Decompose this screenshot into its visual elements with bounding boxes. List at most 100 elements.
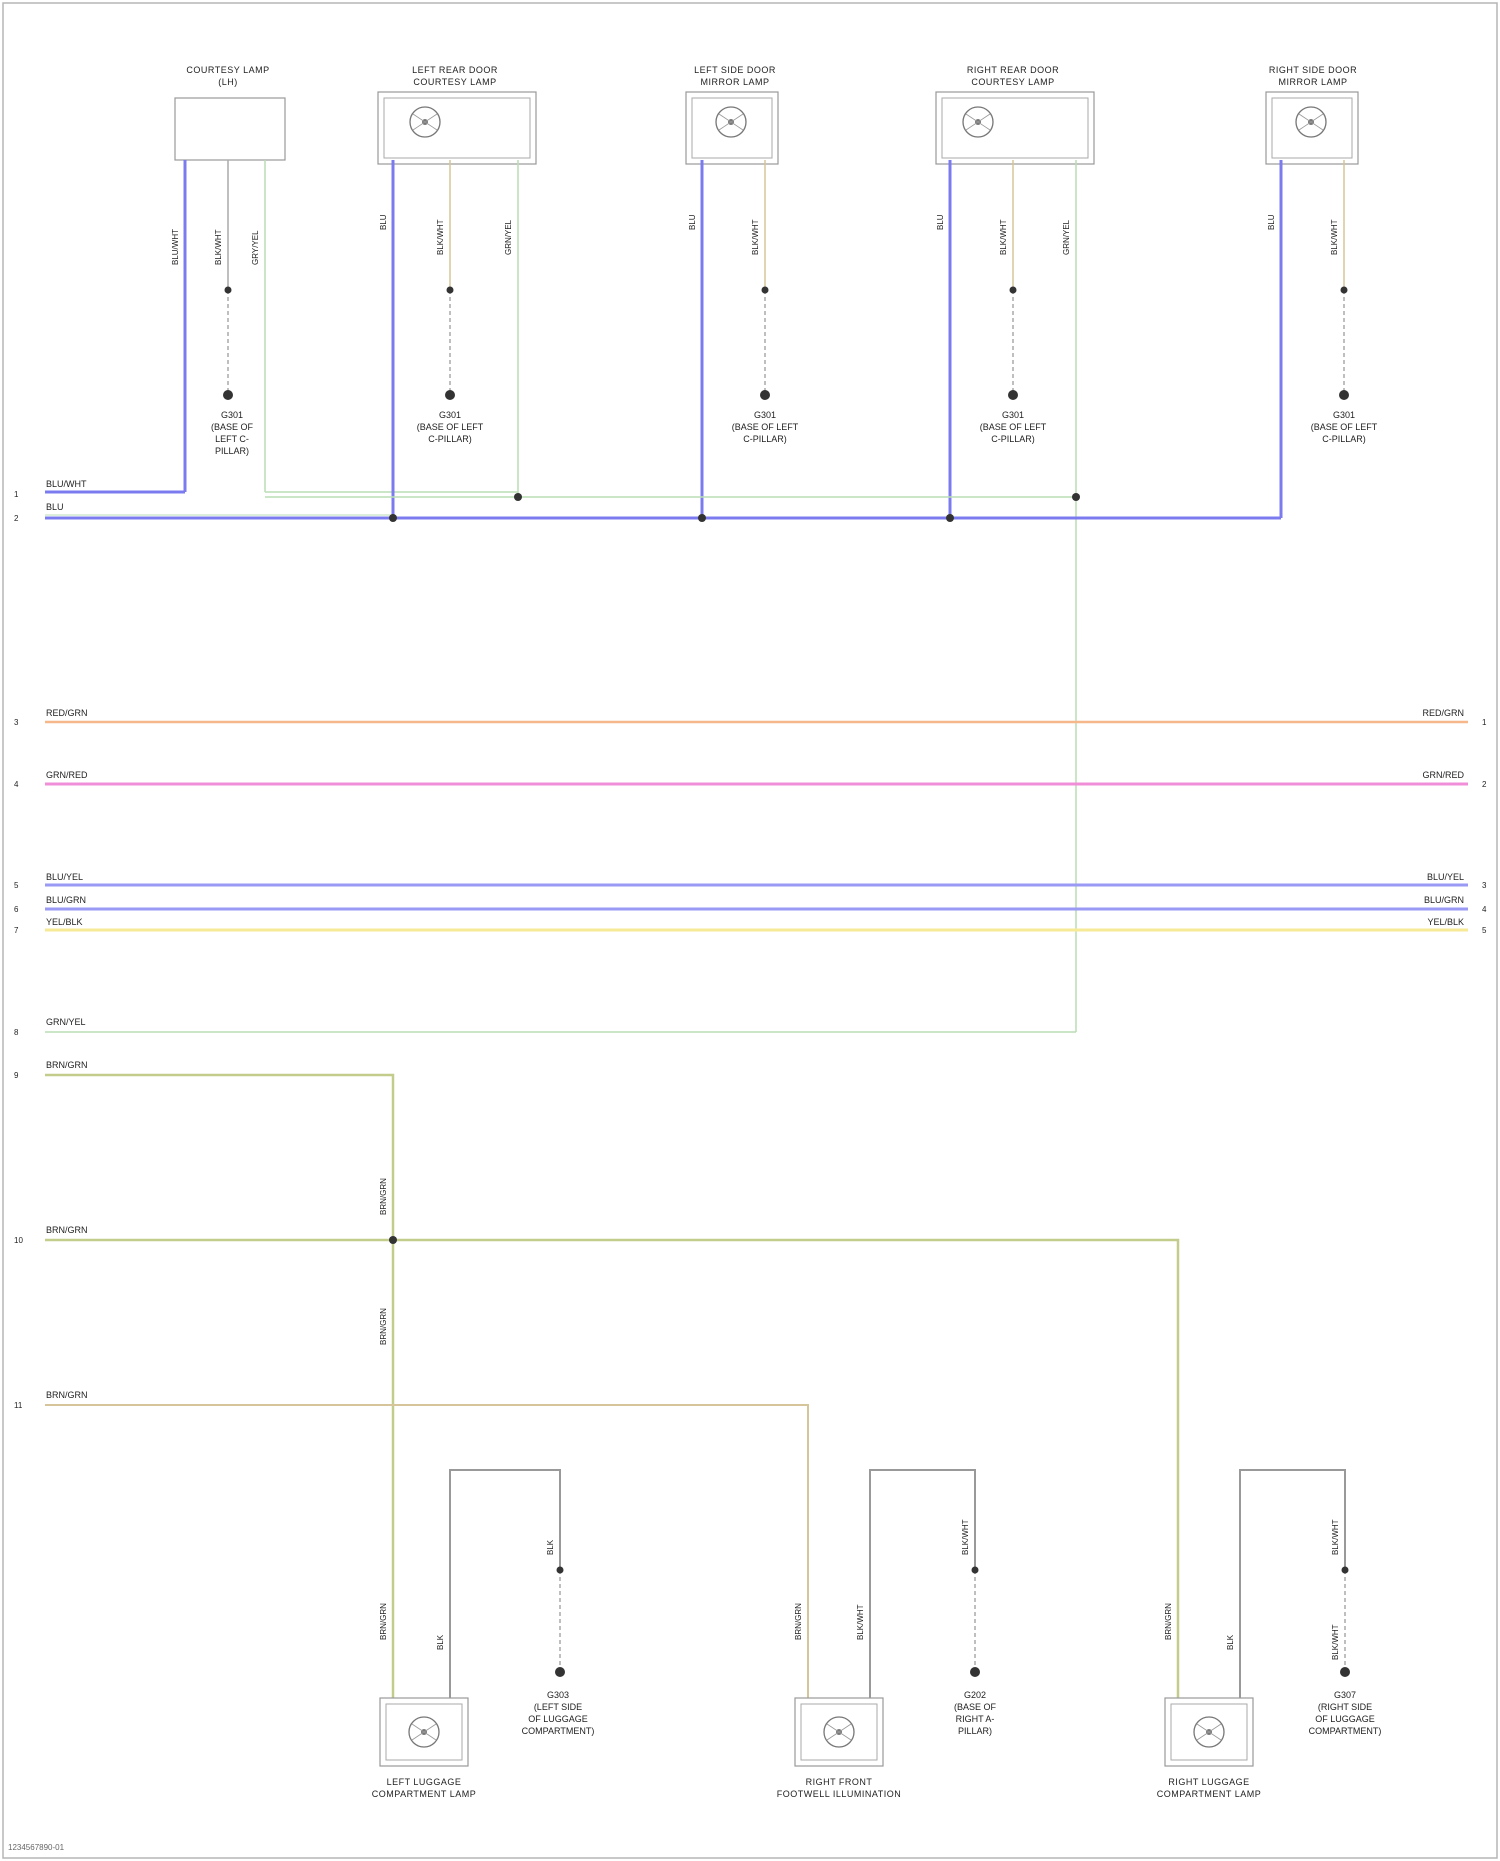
rail-label: BLU/YEL	[46, 872, 83, 882]
component-label: COMPARTMENT LAMP	[1157, 1789, 1262, 1799]
rail-number: 3	[14, 718, 19, 727]
bottom-wiring	[45, 1075, 1350, 1705]
component-bottom-left: LEFT LUGGAGE COMPARTMENT LAMP	[372, 1698, 477, 1799]
rail-number: 4	[14, 780, 19, 789]
wire-label: GRN/YEL	[504, 219, 513, 255]
component-label: RIGHT FRONT	[806, 1777, 873, 1787]
ground-label: PILLAR)	[215, 446, 249, 456]
wire-label: BLU/WHT	[171, 229, 180, 265]
ground-label: COMPARTMENT)	[522, 1726, 595, 1736]
ground-label: G303	[547, 1690, 569, 1700]
wire-label: GRN/YEL	[1062, 219, 1071, 255]
component-c2: LEFT REAR DOOR COURTESY LAMP	[378, 65, 536, 164]
rail-number: 5	[14, 881, 19, 890]
rail-number: 2	[1482, 780, 1487, 789]
wire-label: BLU	[688, 214, 697, 230]
wire-label: BLK/WHT	[1330, 219, 1339, 255]
rail-number: 1	[1482, 718, 1487, 727]
wire-label: BLK	[1226, 1634, 1235, 1650]
rail-number: 11	[14, 1401, 23, 1410]
wire-label: BLU	[1267, 214, 1276, 230]
ground-label: C-PILLAR)	[1322, 434, 1366, 444]
ground-label: G301	[221, 410, 243, 420]
rail-number: 7	[14, 926, 19, 935]
wire-label: BLK/WHT	[1331, 1624, 1340, 1660]
right-rail-labels: RED/GRN 1 GRN/RED 2 BLU/YEL 3 BLU/GRN 4 …	[1422, 708, 1487, 935]
wire-label: BLK/WHT	[999, 219, 1008, 255]
rail-number: 10	[14, 1236, 23, 1245]
component-bottom-right: RIGHT LUGGAGE COMPARTMENT LAMP	[1157, 1698, 1262, 1799]
wire-label: BLK	[546, 1539, 555, 1555]
rail-label: BRN/GRN	[46, 1225, 88, 1235]
ground-label: (LEFT SIDE	[534, 1702, 582, 1712]
rail-number: 1	[14, 490, 19, 499]
component-c1: COURTESY LAMP (LH)	[175, 65, 285, 160]
wire-label: BRN/GRN	[379, 1308, 388, 1345]
rail-label: RED/GRN	[1422, 708, 1464, 718]
ground-label: (BASE OF LEFT	[732, 422, 799, 432]
wire-label: BLU	[936, 214, 945, 230]
rail-label: GRN/RED	[46, 770, 88, 780]
ground-label: G202	[964, 1690, 986, 1700]
wire-label: BRN/GRN	[379, 1178, 388, 1215]
wire-label: BLK/WHT	[436, 219, 445, 255]
component-label: COURTESY LAMP	[413, 77, 496, 87]
ground-label: (BASE OF	[954, 1702, 997, 1712]
component-label: COMPARTMENT LAMP	[372, 1789, 477, 1799]
left-rail-labels: 1 BLU/WHT 2 BLU 3 RED/GRN 4 GRN/RED 5 BL…	[14, 479, 88, 1410]
wire-label: BLK/WHT	[751, 219, 760, 255]
ground-label: C-PILLAR)	[991, 434, 1035, 444]
rail-number: 6	[14, 905, 19, 914]
ground-labels-top: G301 (BASE OF LEFT C- PILLAR) G301 (BASE…	[211, 410, 1378, 456]
component-label: (LH)	[218, 77, 238, 87]
wire-label: BLU	[379, 214, 388, 230]
component-label: MIRROR LAMP	[700, 77, 769, 87]
component-label: LEFT REAR DOOR	[412, 65, 498, 75]
rail-label: BLU/GRN	[46, 895, 86, 905]
wire-label: BRN/GRN	[1164, 1603, 1173, 1640]
ground-label: G301	[439, 410, 461, 420]
ground-label: (BASE OF LEFT	[1311, 422, 1378, 432]
ground-label: G301	[1002, 410, 1024, 420]
wire-label: BLK/WHT	[961, 1519, 970, 1555]
ground-label: (BASE OF	[211, 422, 254, 432]
component-bottom-mid: RIGHT FRONT FOOTWELL ILLUMINATION	[777, 1698, 902, 1799]
ground-label: COMPARTMENT)	[1309, 1726, 1382, 1736]
rail-label: YEL/BLK	[1427, 917, 1464, 927]
ground-label: (BASE OF LEFT	[417, 422, 484, 432]
component-label: RIGHT SIDE DOOR	[1269, 65, 1357, 75]
rail-number: 5	[1482, 926, 1487, 935]
component-label: MIRROR LAMP	[1278, 77, 1347, 87]
rail-label: GRN/RED	[1422, 770, 1464, 780]
rail-number: 4	[1482, 905, 1487, 914]
ground-label: G307	[1334, 1690, 1356, 1700]
wire-label: BLK/WHT	[214, 229, 223, 265]
rail-label: BLU/GRN	[1424, 895, 1464, 905]
ground-label: LEFT C-	[215, 434, 249, 444]
bottom-wire-labels: BRN/GRN BRN/GRN BRN/GRN BLK BLK BRN/GRN …	[379, 1178, 1340, 1660]
wire-label: BLK/WHT	[856, 1604, 865, 1640]
rail-label: BLU	[46, 502, 64, 512]
wire-label: BLK/WHT	[1331, 1519, 1340, 1555]
wire-label: BLK	[436, 1634, 445, 1650]
rails	[45, 722, 1468, 1032]
rail-label: RED/GRN	[46, 708, 88, 718]
wire-label: BRN/GRN	[794, 1603, 803, 1640]
component-c4: RIGHT REAR DOOR COURTESY LAMP	[936, 65, 1094, 164]
component-label: FOOTWELL ILLUMINATION	[777, 1789, 902, 1799]
ground-label: OF LUGGAGE	[528, 1714, 588, 1724]
component-label: LEFT SIDE DOOR	[694, 65, 776, 75]
rail-label: BRN/GRN	[46, 1060, 88, 1070]
component-label: COURTESY LAMP	[971, 77, 1054, 87]
ground-label: C-PILLAR)	[428, 434, 472, 444]
ground-label: G301	[1333, 410, 1355, 420]
ground-label: G301	[754, 410, 776, 420]
ground-label: (BASE OF LEFT	[980, 422, 1047, 432]
rail-number: 8	[14, 1028, 19, 1037]
rail-number: 9	[14, 1071, 19, 1080]
component-c3: LEFT SIDE DOOR MIRROR LAMP	[686, 65, 778, 164]
ground-label: OF LUGGAGE	[1315, 1714, 1375, 1724]
component-label: COURTESY LAMP	[186, 65, 269, 75]
rail-label: GRN/YEL	[46, 1017, 86, 1027]
